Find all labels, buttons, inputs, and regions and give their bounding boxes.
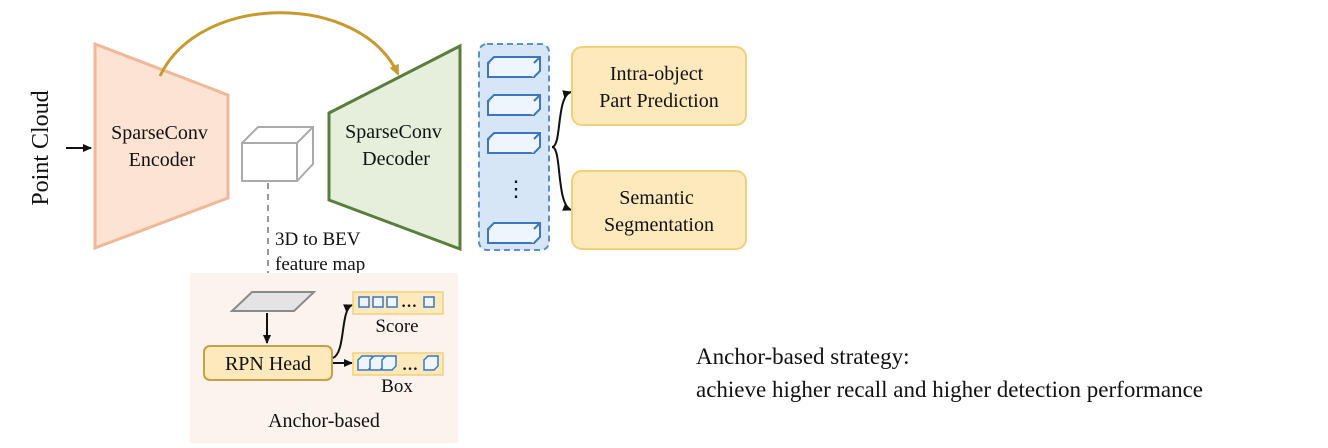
feature-stack-ellipsis: ⋮	[505, 176, 527, 201]
score-cells	[358, 296, 435, 308]
bev-feature-map-icon	[229, 291, 317, 312]
anchor-based-title: Anchor-based	[268, 410, 380, 432]
part-prediction-label: Intra-object Part Prediction	[599, 63, 718, 112]
feature-vectors	[487, 56, 541, 244]
bev-label: 3D to BEV feature map	[275, 229, 365, 275]
rpn-head-box	[203, 345, 333, 381]
feature-volume-icon	[241, 126, 314, 182]
feature-vector	[487, 222, 541, 244]
skip-connection-arrow	[158, 11, 400, 77]
score-ellipsis: …	[401, 294, 417, 311]
rpn-head-label: RPN Head	[225, 353, 311, 375]
segmentation-box	[571, 170, 747, 250]
encoder-block	[93, 41, 230, 251]
strategy-note-description: achieve higher recall and higher detecti…	[696, 377, 1204, 402]
point-cloud-label: Point Cloud	[28, 90, 54, 205]
part-prediction-box	[571, 46, 747, 126]
box-label: Box	[381, 376, 413, 397]
feature-vector	[487, 132, 541, 154]
decoder-block	[327, 43, 462, 252]
strategy-note-title: Anchor-based strategy:	[696, 344, 910, 369]
branch-arrow-seg	[551, 146, 572, 211]
encoder-label: SparseConv Encoder	[111, 122, 213, 171]
rpn-to-score-arrow	[332, 304, 353, 359]
feature-vector	[487, 56, 541, 78]
feature-vector	[487, 94, 541, 116]
score-label: Score	[375, 316, 418, 337]
segmentation-label: Semantic Segmentation	[604, 187, 714, 236]
box-ellipsis: …	[402, 357, 418, 374]
box-cells	[357, 355, 439, 371]
decoder-label: SparseConv Decoder	[345, 121, 447, 170]
branch-arrow-part	[551, 90, 572, 148]
